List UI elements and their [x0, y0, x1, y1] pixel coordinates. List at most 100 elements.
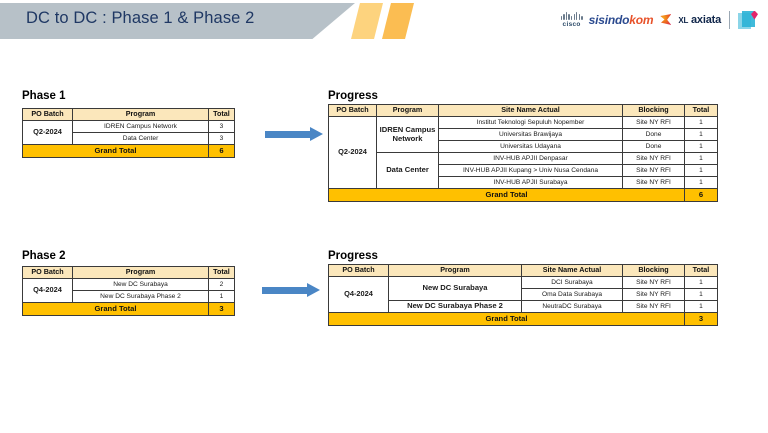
- table-row: Q4-2024 New DC Surabaya DCI Surabaya Sit…: [328, 276, 718, 313]
- table-row: Q2-2024 IDREN Campus Network Institut Te…: [328, 116, 718, 189]
- col-total: Total: [208, 108, 235, 121]
- grand-total-value: 6: [208, 144, 235, 158]
- cell-site: INV-HUB APJII Denpasar: [438, 152, 623, 165]
- cell-site: Universitas Udayana: [438, 140, 623, 153]
- col-program: Program: [72, 108, 209, 121]
- col-program: Program: [72, 266, 209, 279]
- table-header-row: PO Batch Program Total: [22, 108, 235, 121]
- table-row: Data Center INV-HUB APJII Denpasar Site …: [329, 152, 718, 189]
- grand-total-label: Grand Total: [328, 188, 685, 202]
- cell-po-batch: Q4-2024: [22, 278, 73, 303]
- cell-blocking: Site NY RFI: [622, 176, 685, 189]
- cell-total: 1: [684, 300, 718, 313]
- cell-site: NeutraDC Surabaya: [521, 300, 623, 313]
- cisco-logo: cisco: [560, 12, 583, 28]
- table-row: Universitas Udayana Done 1: [329, 140, 718, 153]
- page-title: DC to DC : Phase 1 & Phase 2: [26, 9, 255, 27]
- grand-total-row: Grand Total 3: [22, 302, 235, 316]
- cell-site: INV-HUB APJII Surabaya: [438, 176, 623, 189]
- grand-total-row: Grand Total 3: [328, 312, 718, 326]
- table-header-row: PO Batch Program Total: [22, 266, 235, 279]
- cell-site: DCI Surabaya: [521, 276, 623, 289]
- logo-divider: [729, 11, 730, 29]
- accent-slash-1: [351, 3, 383, 39]
- phase1-label: Phase 1: [22, 90, 66, 102]
- grand-total-row: Grand Total 6: [328, 188, 718, 202]
- cell-po-batch: Q4-2024: [328, 276, 389, 313]
- cell-program: New DC Surabaya Phase 2: [388, 300, 522, 313]
- table-header-row: PO Batch Program Site Name Actual Blocki…: [328, 104, 718, 117]
- logo-group: cisco sisindokom XL axiata: [560, 9, 758, 31]
- cell-total: 1: [208, 290, 235, 303]
- sisindokom-part2: kom: [629, 13, 654, 27]
- slide-header: DC to DC : Phase 1 & Phase 2 cisco sisin…: [0, 0, 768, 42]
- xl-axiata-mark-icon: [659, 13, 672, 27]
- table-row: Q2-2024 IDREN Campus Network 3: [22, 120, 235, 145]
- cell-blocking: Site NY RFI: [622, 164, 685, 177]
- col-site-name-actual: Site Name Actual: [438, 104, 623, 117]
- xl-axiata-wordmark: XL axiata: [678, 14, 721, 26]
- cisco-wordmark: cisco: [562, 20, 581, 28]
- grand-total-value: 6: [684, 188, 718, 202]
- table-row: INV-HUB APJII Surabaya Site NY RFI 1: [329, 176, 718, 189]
- cell-blocking: Site NY RFI: [622, 116, 685, 129]
- col-blocking: Blocking: [622, 264, 685, 277]
- phase2-flow-arrow-icon: [262, 283, 320, 297]
- cell-blocking: Site NY RFI: [622, 152, 685, 165]
- cell-site: Oma Data Surabaya: [521, 288, 623, 301]
- cell-program: Data Center: [72, 132, 209, 145]
- phase1-flow-arrow-icon: [265, 127, 323, 141]
- col-blocking: Blocking: [622, 104, 685, 117]
- phase2-progress-label: Progress: [328, 250, 378, 262]
- col-program: Program: [376, 104, 439, 117]
- grand-total-label: Grand Total: [22, 302, 209, 316]
- cell-program: New DC Surabaya: [72, 278, 209, 291]
- phase1-progress-label: Progress: [328, 90, 378, 102]
- xl-axiata-prefix: XL: [678, 16, 689, 25]
- table-header-row: PO Batch Program Site Name Actual Blocki…: [328, 264, 718, 277]
- cell-site: Institut Teknologi Sepuluh Nopember: [438, 116, 623, 129]
- cell-program: IDREN Campus Network: [376, 116, 439, 153]
- cell-blocking: Site NY RFI: [622, 300, 685, 313]
- cell-total: 1: [684, 164, 718, 177]
- cell-total: 3: [208, 132, 235, 145]
- cell-po-batch: Q2-2024: [328, 116, 377, 189]
- cisco-bars-icon: [560, 12, 583, 20]
- cell-total: 1: [684, 288, 718, 301]
- grand-total-row: Grand Total 6: [22, 144, 235, 158]
- cell-po-batch: Q2-2024: [22, 120, 73, 145]
- grand-total-value: 3: [684, 312, 718, 326]
- cell-program: New DC Surabaya Phase 2: [72, 290, 209, 303]
- phase2-label: Phase 2: [22, 250, 66, 262]
- cell-total: 1: [684, 128, 718, 141]
- cell-total: 1: [684, 176, 718, 189]
- cell-blocking: Site NY RFI: [622, 288, 685, 301]
- phase2-progress-table: PO Batch Program Site Name Actual Blocki…: [328, 264, 718, 326]
- col-po-batch: PO Batch: [328, 104, 377, 117]
- col-total: Total: [684, 264, 718, 277]
- cell-blocking: Site NY RFI: [622, 276, 685, 289]
- cell-total: 1: [684, 152, 718, 165]
- col-po-batch: PO Batch: [22, 108, 73, 121]
- cell-total: 3: [208, 120, 235, 133]
- cell-program: New DC Surabaya: [388, 276, 522, 301]
- col-total: Total: [208, 266, 235, 279]
- cell-blocking: Done: [622, 128, 685, 141]
- col-total: Total: [684, 104, 718, 117]
- cell-site: Universitas Brawijaya: [438, 128, 623, 141]
- grand-total-label: Grand Total: [328, 312, 685, 326]
- col-program: Program: [388, 264, 522, 277]
- partner-badge-icon: [738, 10, 758, 30]
- cell-total: 1: [684, 116, 718, 129]
- grand-total-value: 3: [208, 302, 235, 316]
- col-site-name-actual: Site Name Actual: [521, 264, 623, 277]
- phase2-summary-table: PO Batch Program Total Q4-2024 New DC Su…: [22, 266, 235, 316]
- sisindokom-logo: sisindokom: [589, 13, 654, 27]
- cell-site: INV-HUB APJII Kupang > Univ Nusa Cendana: [438, 164, 623, 177]
- cell-total: 1: [684, 140, 718, 153]
- cell-program: IDREN Campus Network: [72, 120, 209, 133]
- xl-axiata-name: axiata: [691, 14, 721, 26]
- cell-program: Data Center: [376, 152, 439, 189]
- accent-slash-2: [382, 3, 414, 39]
- cell-total: 2: [208, 278, 235, 291]
